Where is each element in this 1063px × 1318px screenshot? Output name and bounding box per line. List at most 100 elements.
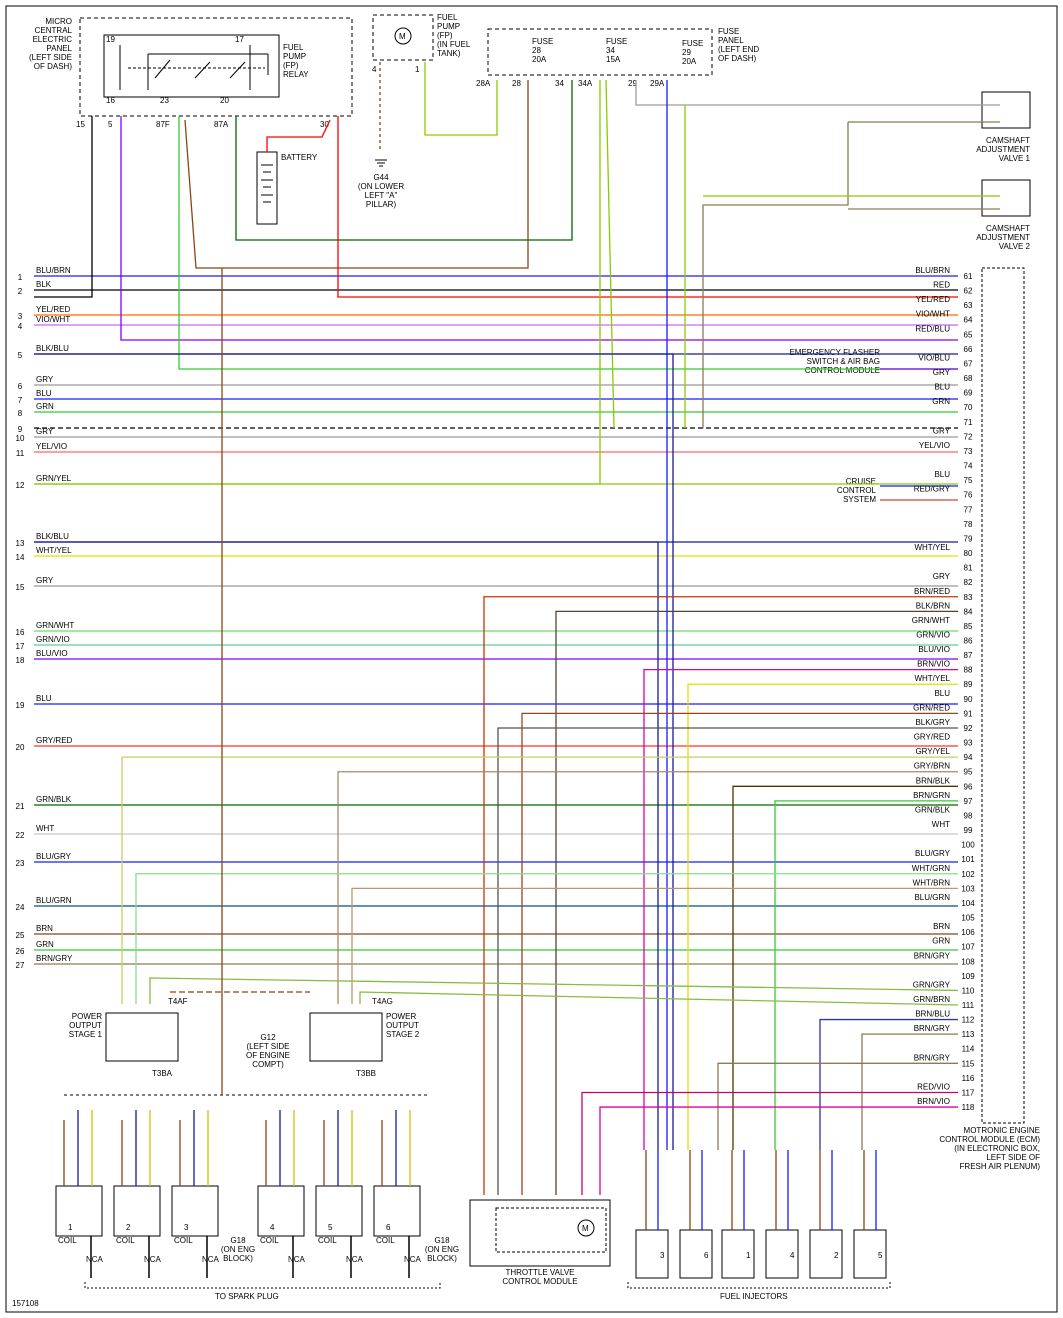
ecm-pin-number: 114 <box>962 1045 975 1054</box>
ecm-pin-number: 80 <box>964 549 973 558</box>
wire-brn-vio-118 <box>599 1106 958 1195</box>
fuel-injector <box>635 1229 669 1279</box>
wire-brn-gry-113 <box>861 1033 958 1150</box>
left-wire-label: BLU <box>36 389 52 398</box>
wire-grn-blk <box>235 80 573 241</box>
fp-pin-1: 1 <box>415 65 420 74</box>
left-wire-label: BRN <box>36 924 53 933</box>
panel-pin-87f: 87F <box>156 120 170 129</box>
wire-brn-red-83 <box>483 596 958 1195</box>
fuel-pump-box <box>372 14 434 61</box>
ecm-pin-number: 113 <box>962 1030 975 1039</box>
throttle-valve-module <box>469 1199 611 1267</box>
ecm-pin-number: 81 <box>964 564 973 573</box>
ecm-pin-number: 79 <box>964 534 973 543</box>
relay-pin-23: 23 <box>160 96 169 105</box>
label-line: CENTRAL <box>35 26 73 35</box>
ecm-pin-number: 82 <box>964 578 973 587</box>
relay-pin-19: 19 <box>106 35 115 44</box>
ecm-pin-number: 90 <box>964 695 973 704</box>
left-wire-label: BLU/GRN <box>36 896 72 905</box>
fp-pin-4: 4 <box>372 65 377 74</box>
label-line: CONTROL MODULE (ECM) <box>939 1135 1040 1144</box>
panel-pin-30: 30 <box>320 120 329 129</box>
ecm-pin-label: BRN/RED <box>914 587 950 596</box>
relay-pin-16: 16 <box>106 96 115 105</box>
wire-blk-gry-92 <box>497 727 958 1195</box>
left-wire-number: 15 <box>16 583 25 592</box>
label-line: COMPT) <box>252 1060 284 1069</box>
label-line: STAGE 2 <box>386 1030 420 1039</box>
ecm-pin-number: 75 <box>964 476 973 485</box>
ecm-pin-number: 65 <box>964 330 973 339</box>
ecm-pin-label: BLU <box>934 470 950 479</box>
ignition-coil <box>257 1185 305 1237</box>
ecm-pin-number: 71 <box>964 418 973 427</box>
ecm-pin-number: 67 <box>964 359 973 368</box>
coil-label: COIL <box>116 1236 135 1245</box>
label-line: (FP) <box>283 61 299 70</box>
left-wire-number: 9 <box>18 425 23 434</box>
ecm-pin-label: RED/GRY <box>914 485 951 494</box>
ecm-pin-number: 106 <box>961 928 975 937</box>
connector-t3bb: T3BB <box>356 1069 376 1078</box>
ecm-pin-number: 100 <box>961 841 975 850</box>
left-wire-number: 12 <box>16 481 25 490</box>
label-line: POWER <box>72 1012 102 1021</box>
label-line: CONTROL MODULE <box>805 366 880 375</box>
label-line: VALVE 1 <box>999 154 1031 163</box>
nca-label: NCA <box>346 1255 364 1264</box>
ecm-pin-number: 68 <box>964 374 973 383</box>
battery-label: BATTERY <box>281 153 318 162</box>
ecm-pin-label: BRN/VIO <box>917 1097 950 1106</box>
coil-number: 5 <box>328 1223 333 1232</box>
label-line: 28 <box>532 46 541 55</box>
throttle-motor-glyph: M <box>582 1224 589 1233</box>
svg-text:28A: 28A <box>476 79 491 88</box>
label-line: 15A <box>606 55 621 64</box>
label-line: 34 <box>606 46 615 55</box>
left-wire-number: 2 <box>18 287 23 296</box>
battery-cells <box>261 164 273 203</box>
left-wire-number: 3 <box>18 312 23 321</box>
ecm-pin-number: 73 <box>964 447 973 456</box>
label-line: (LEFT SIDE <box>247 1042 290 1051</box>
left-wire-number: 6 <box>18 382 23 391</box>
ecm-pin-label: YEL/VIO <box>919 441 950 450</box>
ecm-pin-label: WHT/YEL <box>914 674 950 683</box>
left-wire-label: GRY <box>36 576 54 585</box>
left-wire-number: 7 <box>18 396 23 405</box>
ecm-pin-number: 116 <box>962 1074 975 1083</box>
injector-number: 4 <box>790 1251 795 1260</box>
left-wire-number: 24 <box>16 903 25 912</box>
ecm-pin-label: BRN/GRN <box>913 791 950 800</box>
label-line: (FP) <box>437 31 453 40</box>
ecm-pin-label: BRN/BLK <box>916 776 951 785</box>
label-line: FUSE <box>682 39 703 48</box>
ecm-pin-number: 83 <box>964 593 973 602</box>
label-line: SYSTEM <box>843 495 876 504</box>
left-wire-label: GRN/BLK <box>36 795 72 804</box>
coil-number: 6 <box>386 1223 391 1232</box>
label-line: PANEL <box>718 36 744 45</box>
ecm-pin-number: 105 <box>961 914 975 923</box>
label-line: (LEFT SIDE <box>29 53 72 62</box>
left-wire-label: VIO/WHT <box>36 315 70 324</box>
wire-brn-gry-115 <box>717 1062 958 1150</box>
ecm-pin-label: WHT <box>932 820 950 829</box>
wire-grn-red-91 <box>521 712 958 1195</box>
label-line: BLOCK) <box>223 1254 253 1263</box>
wire-red-blu-5 <box>120 116 958 341</box>
ecm-pin-number: 63 <box>964 301 973 310</box>
wire-wht-brn-103 <box>351 887 958 1004</box>
left-wire-number: 18 <box>16 656 25 665</box>
wire-grn-87f <box>178 116 958 370</box>
left-wire-label: GRN/VIO <box>36 635 70 644</box>
